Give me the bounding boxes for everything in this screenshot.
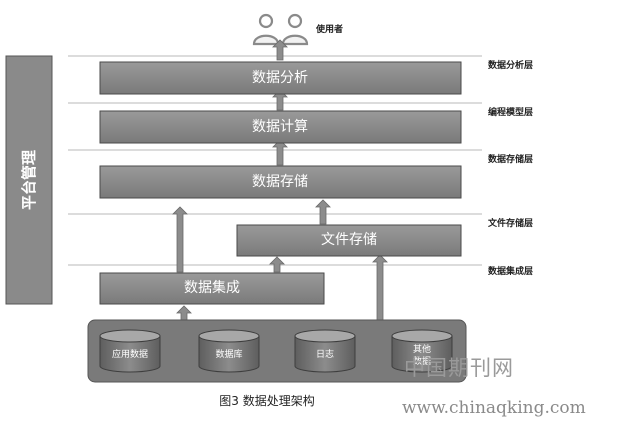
- module-label: 数据分析: [252, 70, 308, 86]
- module-label: 文件存储: [321, 232, 377, 248]
- module-label: 数据计算: [252, 119, 308, 135]
- module-data-storage: 数据存储: [99, 165, 462, 199]
- module-data-analysis: 数据分析: [99, 61, 462, 95]
- user-label: 使用者: [315, 23, 343, 35]
- layer-label-analysis: 数据分析层: [488, 59, 533, 71]
- arrow-up: [315, 199, 331, 225]
- source-cylinder-database: 数据库: [198, 329, 260, 373]
- arrow-up: [272, 139, 288, 166]
- source-label: 日志: [316, 348, 334, 360]
- platform-management-label: 平台管理: [20, 150, 38, 210]
- module-file-storage: 文件存储: [236, 224, 462, 257]
- watermark-cn: 中国期刊网: [404, 356, 514, 380]
- module-label: 数据集成: [184, 279, 240, 296]
- watermark-url: www.chinaqking.com: [402, 398, 586, 418]
- module-label: 数据存储: [252, 174, 308, 190]
- source-label-line1: 其他: [413, 343, 431, 355]
- layer-label-file-storage: 文件存储层: [487, 217, 533, 229]
- source-label: 数据库: [215, 348, 242, 360]
- module-data-compute: 数据计算: [99, 110, 462, 144]
- arrow-up: [172, 206, 188, 273]
- figure-caption: 图3 数据处理架构: [219, 393, 314, 408]
- source-label-line2: 数据: [413, 355, 431, 367]
- module-data-integration: 数据集成: [99, 272, 325, 305]
- arrow-up: [372, 254, 388, 321]
- arrow-up: [269, 256, 285, 273]
- data-source-panel: [87, 319, 467, 383]
- layer-label-integration: 数据集成层: [488, 265, 533, 277]
- source-cylinder-other: 其他 数据: [391, 329, 453, 373]
- layer-labels: 数据分析层 编程模型层 数据存储层 文件存储层 数据集成层: [487, 59, 533, 277]
- layer-label-storage: 数据存储层: [488, 153, 533, 165]
- layer-label-programming: 编程模型层: [488, 106, 533, 118]
- source-cylinder-app-data: 应用数据: [99, 329, 161, 373]
- source-label: 应用数据: [112, 348, 148, 360]
- arrow-up: [272, 39, 288, 61]
- platform-management-bar: [5, 55, 53, 305]
- user-icon: [252, 13, 309, 46]
- source-cylinder-logs: 日志: [294, 329, 356, 373]
- flow-arrows: [172, 39, 388, 323]
